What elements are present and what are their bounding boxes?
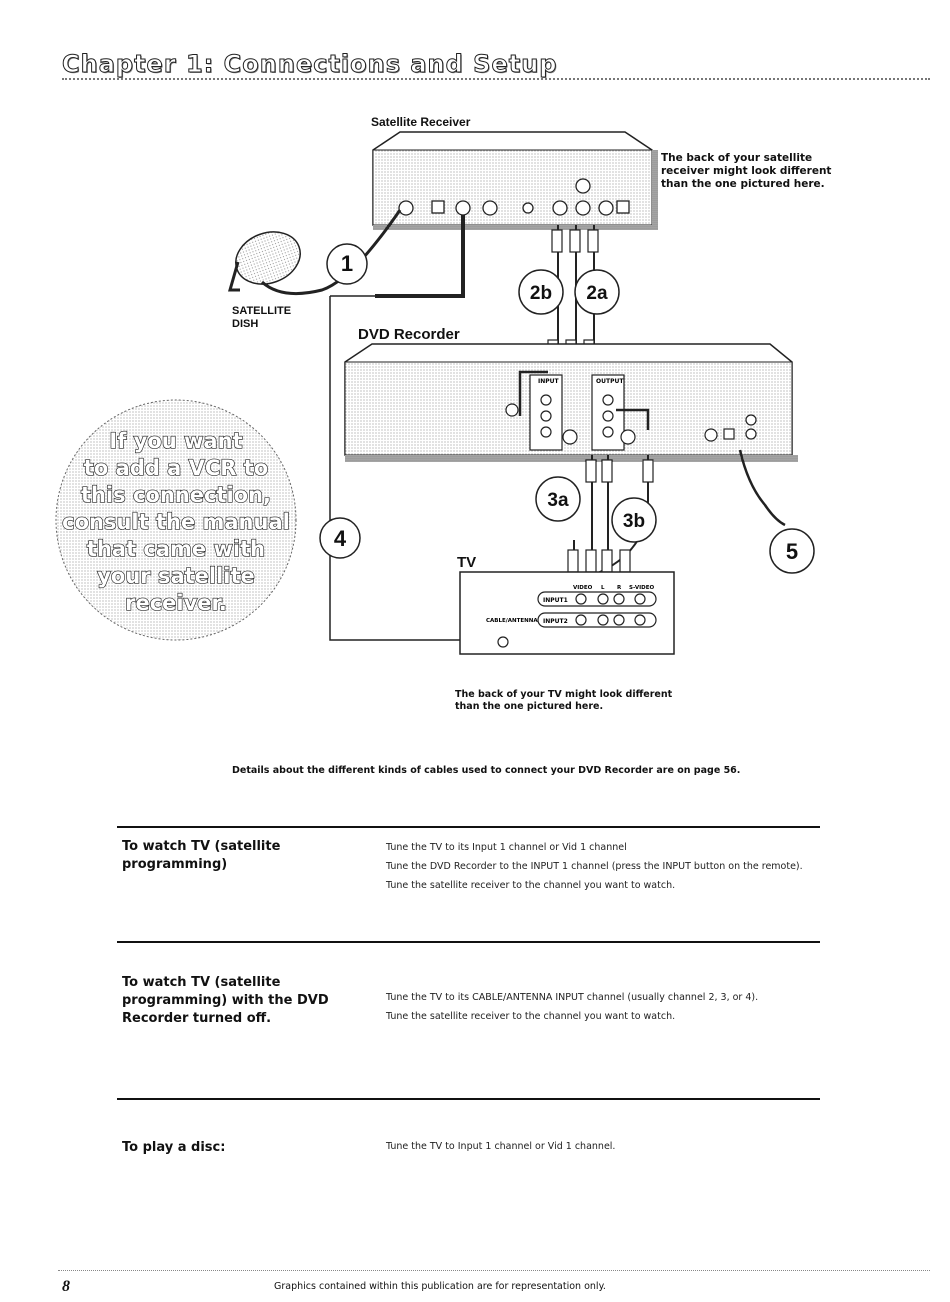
tv-note: The back of your TV might look different… bbox=[455, 689, 673, 712]
tv-input1-label: INPUT1 bbox=[543, 597, 568, 604]
tv-col-r: R bbox=[617, 585, 622, 591]
chapter-title: Chapter 1: Connections and Setup bbox=[61, 50, 558, 79]
tv-col-svideo: S-VIDEO bbox=[629, 585, 654, 591]
vcr-callout: If you want to add a VCR to this connect… bbox=[55, 399, 297, 641]
step-3b-label: 3b bbox=[623, 511, 645, 532]
section-2-step-2: Tune the satellite receiver to the chann… bbox=[386, 1011, 676, 1022]
step-4-label: 4 bbox=[334, 526, 347, 551]
tv-col-l: L bbox=[601, 585, 605, 591]
vcr-line-4: consult the manual bbox=[62, 510, 290, 534]
tv-input2-label: INPUT2 bbox=[543, 618, 568, 625]
section-1-step-1: Tune the TV to its Input 1 channel or Vi… bbox=[386, 842, 627, 853]
dvd-input-label: INPUT bbox=[538, 378, 560, 385]
tv-panel: INPUT1 INPUT2 CABLE/ANTENNA VIDEO L R S-… bbox=[459, 571, 675, 655]
satellite-dish-label-2: DISH bbox=[232, 318, 259, 330]
satellite-dish bbox=[228, 209, 402, 296]
step-2b-badge bbox=[518, 269, 564, 315]
vcr-line-3: this connection, bbox=[81, 483, 271, 507]
footer-rule bbox=[58, 1270, 930, 1271]
satellite-receiver bbox=[372, 131, 658, 230]
vcr-line-5: that came with bbox=[87, 537, 265, 561]
dvd-recorder-label: DVD Recorder bbox=[358, 326, 460, 343]
section-body-3: Tune the TV to Input 1 channel or Vid 1 … bbox=[386, 1140, 806, 1159]
satellite-dish-label: SATELLITE bbox=[232, 305, 292, 317]
tv-col-video: VIDEO bbox=[573, 585, 593, 591]
section-rule-2 bbox=[117, 941, 820, 943]
vcr-line-7: receiver. bbox=[125, 591, 227, 615]
cable-details-note: Details about the different kinds of cab… bbox=[232, 765, 741, 776]
vcr-line-1: If you want bbox=[109, 429, 242, 453]
footer-disclaimer: Graphics contained within this publicati… bbox=[274, 1281, 606, 1292]
step-3a-badge bbox=[535, 476, 581, 522]
step-2a-badge bbox=[574, 269, 620, 315]
step-5-badge bbox=[769, 528, 815, 574]
step-4-badge bbox=[319, 517, 361, 559]
coax-cable bbox=[375, 215, 465, 298]
bypass-line bbox=[329, 296, 460, 641]
section-2-step-1: Tune the TV to its CABLE/ANTENNA INPUT c… bbox=[386, 992, 759, 1003]
step-3a-label: 3a bbox=[547, 490, 569, 511]
step-1-label: 1 bbox=[341, 251, 353, 276]
tv-label: TV bbox=[457, 554, 477, 571]
section-title-2: To watch TV (satellite programming) with… bbox=[122, 975, 329, 1026]
page-number: 8 bbox=[62, 1278, 70, 1295]
section-3-step-1: Tune the TV to Input 1 channel or Vid 1 … bbox=[386, 1141, 616, 1152]
section-title-3: To play a disc: bbox=[122, 1140, 226, 1155]
dvd-recorder: INPUT OUTPUT bbox=[344, 343, 798, 462]
dvd-output-label: OUTPUT bbox=[596, 378, 624, 385]
section-body-2: Tune the TV to its CABLE/ANTENNA INPUT c… bbox=[386, 991, 806, 1029]
section-title-1: To watch TV (satellite programming) bbox=[122, 839, 281, 872]
connection-diagram: INPUT OUTPUT INPUT1 INPUT2 CABLE bbox=[55, 131, 815, 655]
tv-cable-label: CABLE/ANTENNA bbox=[486, 618, 538, 624]
step-2b-label: 2b bbox=[530, 283, 552, 304]
vcr-line-2: to add a VCR to bbox=[84, 456, 268, 480]
power-cord bbox=[738, 449, 786, 527]
satellite-receiver-label: Satellite Receiver bbox=[371, 115, 471, 129]
section-rule-3 bbox=[117, 1098, 820, 1100]
step-2a-label: 2a bbox=[586, 283, 608, 304]
step-5-label: 5 bbox=[786, 539, 798, 564]
header-rule bbox=[62, 78, 930, 80]
step-3b-badge bbox=[611, 497, 657, 543]
vcr-line-6: your satellite bbox=[97, 564, 255, 588]
satellite-note: The back of your satellite receiver migh… bbox=[661, 152, 832, 190]
section-rule-1 bbox=[117, 826, 820, 828]
step-1-badge bbox=[326, 243, 368, 285]
section-1-step-3: Tune the satellite receiver to the chann… bbox=[386, 880, 676, 891]
section-1-step-2: Tune the DVD Recorder to the INPUT 1 cha… bbox=[386, 861, 803, 872]
section-body-1: Tune the TV to its Input 1 channel or Vi… bbox=[386, 841, 806, 898]
